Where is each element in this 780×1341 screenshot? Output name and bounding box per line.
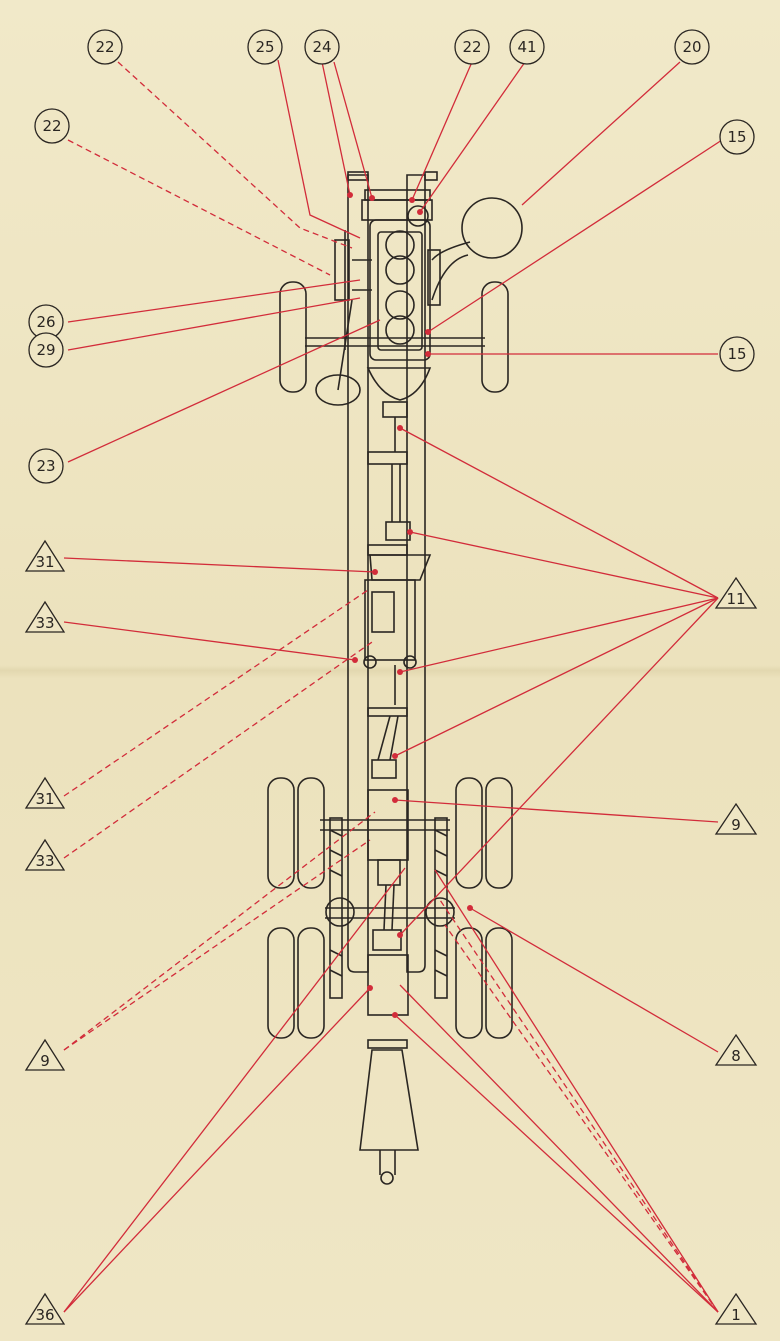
svg-text:31: 31 (35, 790, 54, 808)
svg-text:41: 41 (517, 38, 536, 56)
callout-15: 15 (719, 336, 755, 372)
svg-text:15: 15 (727, 128, 746, 146)
leader-lines (63, 59, 723, 1313)
callout-25: 25 (247, 29, 283, 65)
callout-9: 9 (714, 802, 758, 835)
svg-text:9: 9 (40, 1052, 50, 1070)
svg-text:33: 33 (35, 614, 54, 632)
cross-members (367, 451, 408, 1049)
lubrication-points (347, 192, 473, 1018)
svg-text:22: 22 (462, 38, 481, 56)
callout-33: 33 (24, 600, 66, 633)
callout-36: 36 (24, 1292, 66, 1325)
transfer-box (363, 554, 432, 705)
svg-text:29: 29 (36, 341, 55, 359)
svg-text:26: 26 (36, 313, 55, 331)
steering (315, 230, 361, 406)
front-axle (279, 281, 509, 393)
rear-differential-1 (320, 789, 450, 886)
svg-text:9: 9 (731, 816, 741, 834)
frame-rails (347, 171, 438, 973)
rear-differential-2 (325, 897, 455, 1016)
engine (352, 189, 433, 361)
svg-text:22: 22 (42, 117, 61, 135)
callout-8: 8 (714, 1033, 758, 1066)
svg-text:15: 15 (727, 345, 746, 363)
svg-text:11: 11 (726, 590, 745, 608)
rear-wheels (267, 777, 513, 1039)
callout-26: 26 (28, 304, 64, 340)
svg-text:22: 22 (95, 38, 114, 56)
svg-text:25: 25 (255, 38, 274, 56)
callout-23: 23 (28, 448, 64, 484)
svg-text:31: 31 (35, 553, 54, 571)
chassis-drawing (267, 171, 523, 1185)
callout-11: 11 (714, 576, 758, 609)
air-cleaner (427, 197, 523, 306)
clutch-housing (366, 367, 432, 452)
svg-text:33: 33 (35, 852, 54, 870)
svg-text:23: 23 (36, 457, 55, 475)
callout-24: 24 (304, 29, 340, 65)
svg-text:36: 36 (35, 1306, 54, 1324)
propeller-shaft-middle (371, 715, 399, 779)
callout-31: 31 (24, 776, 66, 809)
rear-tail (359, 1049, 419, 1185)
callout-31: 31 (24, 539, 66, 572)
callouts: 22 25 24 22 41 20 22 15 26 29 15 23 31 3… (24, 29, 758, 1325)
callout-1: 1 (714, 1292, 758, 1325)
callout-20: 20 (674, 29, 710, 65)
callout-33: 33 (24, 838, 66, 871)
callout-22: 22 (87, 29, 123, 65)
callout-22: 22 (34, 108, 70, 144)
svg-text:20: 20 (682, 38, 701, 56)
callout-9: 9 (24, 1038, 66, 1071)
callout-29: 29 (28, 332, 64, 368)
svg-text:1: 1 (731, 1306, 741, 1324)
rear-springs (329, 817, 448, 999)
callout-41: 41 (509, 29, 545, 65)
callout-22: 22 (454, 29, 490, 65)
callout-15: 15 (719, 119, 755, 155)
svg-text:24: 24 (312, 38, 331, 56)
svg-text:8: 8 (731, 1047, 741, 1065)
